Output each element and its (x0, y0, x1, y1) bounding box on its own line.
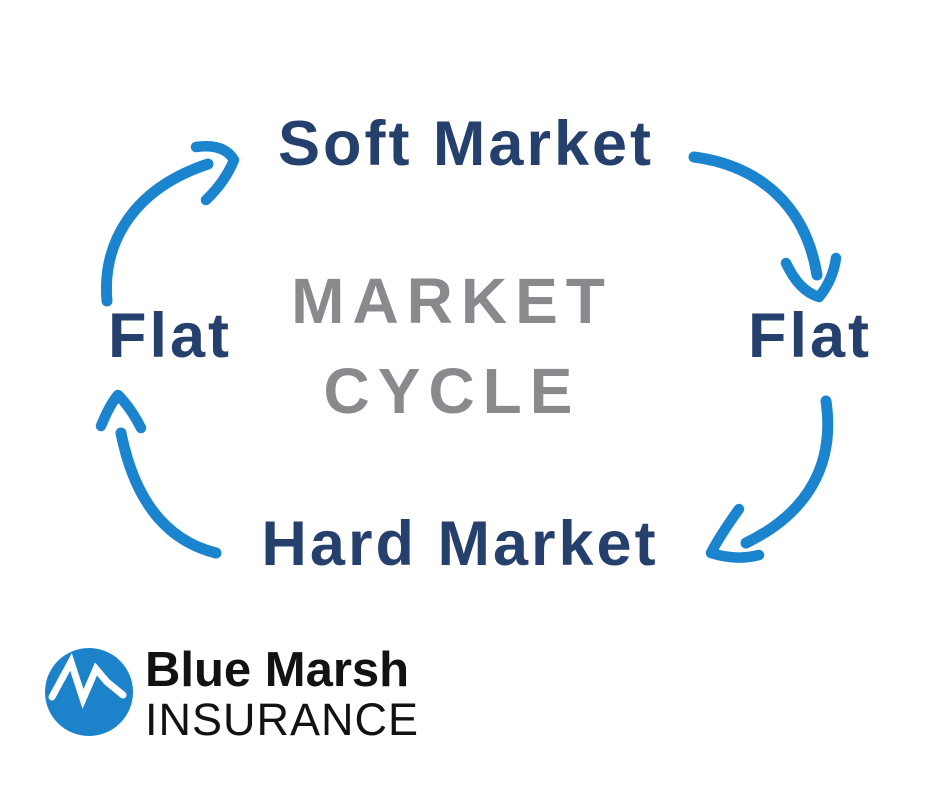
node-flat-right: Flat (748, 301, 873, 371)
arrow-soft-market-to-flat-right-icon (688, 151, 842, 303)
node-flat-left: Flat (108, 301, 233, 371)
arrow-hard-market-to-flat-left-icon (95, 389, 222, 559)
logo-name-text: Blue Marsh (145, 643, 410, 697)
arrow-flat-right-to-hard-market-icon (705, 395, 834, 563)
blue-marsh-logo-text: Blue Marsh INSURANCE (145, 643, 420, 745)
diagram-title-line2: CYCLE (323, 355, 581, 427)
blue-marsh-logo-icon (45, 648, 133, 736)
arrow-flat-left-to-soft-market-icon (100, 141, 240, 307)
blue-marsh-logo: Blue Marsh INSURANCE (45, 646, 419, 742)
node-soft-market: Soft Market (277, 109, 655, 179)
node-hard-market: Hard Market (261, 509, 659, 579)
diagram-title-line1: MARKET (291, 265, 613, 337)
logo-insurance-text: INSURANCE (145, 694, 420, 745)
diagram-title: MARKET CYCLE (291, 269, 613, 423)
